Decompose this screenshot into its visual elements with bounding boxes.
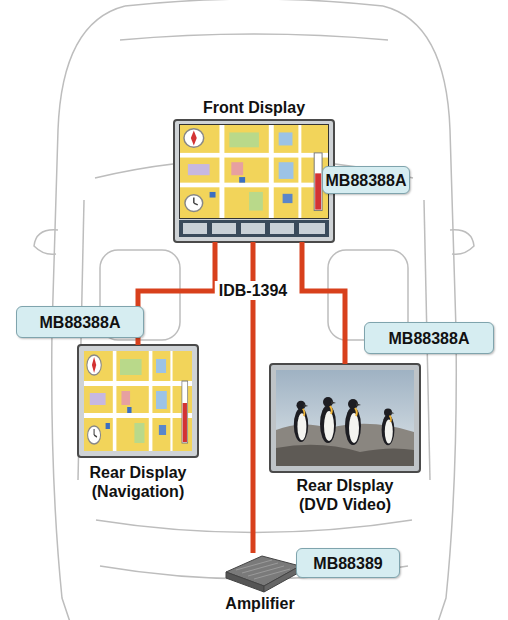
amplifier-node: Amplifier [222, 553, 298, 615]
rear-navigation-screen [84, 351, 192, 451]
chip-callout: MB88389 [296, 548, 400, 578]
rear-dvd-screen [320, 397, 336, 443]
rear-navigation-screen [78, 345, 198, 457]
amplifier-unit [226, 572, 264, 592]
car-outline [96, 520, 412, 533]
chip-name: MB88388A [389, 329, 470, 348]
front-display-screen [179, 124, 329, 219]
rear-dvd-screen [382, 408, 395, 445]
bus-line [138, 242, 215, 345]
car-outline [125, 0, 383, 6]
chip-name: MB88389 [313, 554, 382, 573]
chip-callout: MB88388A [322, 166, 410, 194]
rear-dvd-screen [294, 401, 308, 442]
display-node: Rear DIsplay (DVD Video) [270, 364, 420, 524]
amplifier-unit [226, 556, 300, 592]
chip-callout: MB88388A [364, 322, 494, 354]
rear-dvd-screen [276, 370, 414, 466]
car-outline [34, 230, 58, 255]
front-display-screen [241, 223, 265, 234]
rear-dvd-screen [270, 364, 420, 472]
bus-line [302, 242, 345, 364]
front-display-screen [180, 125, 328, 218]
amplifier-unit [236, 560, 290, 579]
car-outline [120, 34, 388, 40]
display-node: Rear Display (Navigation) [70, 345, 206, 507]
bus-label: IDB-1394 [215, 281, 291, 300]
rear-navigation-screen [78, 345, 198, 457]
front-display-screen [299, 223, 325, 234]
rear-dvd-screen [270, 364, 420, 472]
front-display-screen [174, 120, 334, 242]
front-display-screen [174, 120, 334, 242]
display-label: Rear DIsplay (DVD Video) [280, 476, 410, 514]
display-node: Front Display [170, 98, 338, 242]
chip-callout: MB88388A [16, 306, 144, 338]
chip-name: MB88388A [40, 313, 121, 332]
front-display-screen [270, 223, 294, 234]
front-display-screen [179, 220, 329, 237]
rear-dvd-screen [276, 445, 414, 466]
car-outline [383, 6, 456, 620]
front-display-screen [212, 223, 236, 234]
rear-dvd-screen [345, 399, 361, 445]
chip-name: MB88388A [326, 171, 407, 190]
display-label: Rear Display (Navigation) [63, 463, 213, 501]
front-display-screen [183, 223, 207, 234]
display-label: Amplifier [210, 594, 310, 613]
car-outline [450, 230, 474, 255]
display-label: Front Display [170, 98, 338, 117]
